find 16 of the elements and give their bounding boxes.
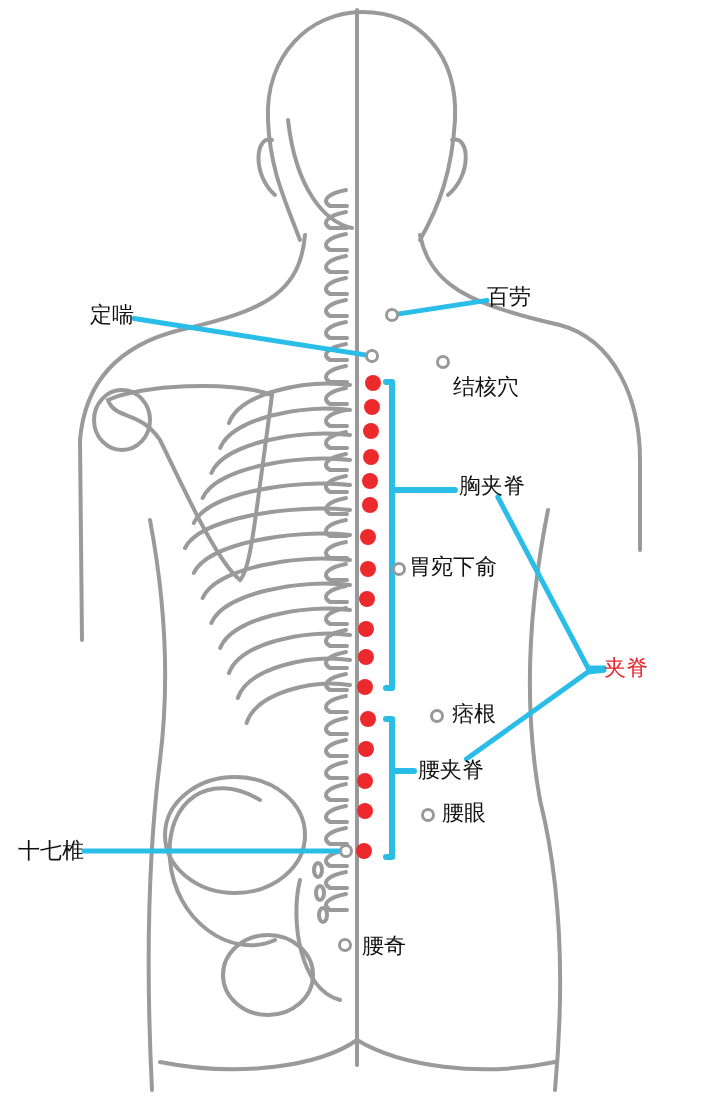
point-label: 腰眼	[442, 802, 486, 824]
point-label: 百劳	[487, 286, 531, 308]
point-label: 夹脊	[604, 657, 648, 679]
leader-line	[81, 848, 342, 854]
point-label: 十七椎	[18, 840, 84, 862]
point-label: 胸夹脊	[459, 475, 525, 497]
leader-line	[463, 667, 607, 762]
point-label: 定喘	[90, 304, 134, 326]
point-label: 结核穴	[453, 376, 519, 398]
point-label: 腰夹脊	[418, 759, 484, 781]
leader-line	[495, 494, 607, 671]
point-label: 痞根	[452, 703, 496, 725]
leader-line	[131, 316, 368, 358]
leader-line	[396, 297, 490, 317]
point-label: 腰奇	[362, 935, 406, 957]
point-label: 胃宛下俞	[409, 556, 497, 578]
